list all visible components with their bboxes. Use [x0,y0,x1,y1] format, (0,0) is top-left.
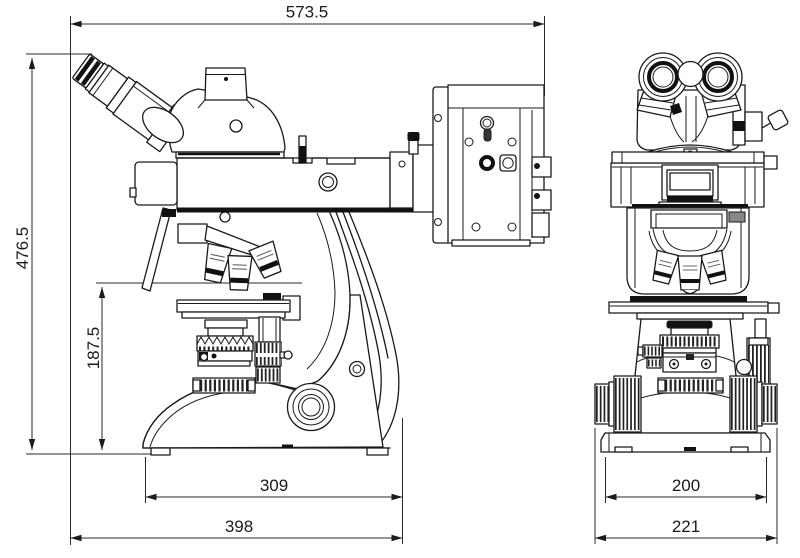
focus-knob-side [286,382,336,432]
dim-label-front-overall-width: 221 [672,517,700,536]
filter-slider-pin [298,135,307,164]
eyecup [72,54,104,88]
field-diaphragm-ring [192,377,256,394]
side-knob [763,155,778,170]
arm-screw [348,360,366,378]
field-ring-front [657,377,724,394]
objective-lens-middle [227,254,253,291]
breath-shield [141,207,176,292]
head-screw [229,119,243,133]
beam-selector-knob [767,109,789,131]
dim-overall-depth: 573.5 [70,3,545,545]
objective-lens-rear [204,242,233,284]
focus-knob-front-left [594,375,642,433]
objective-lens-front [248,240,282,279]
dim-label-overall-depth: 573.5 [286,3,329,22]
condenser-left-knobs [637,344,663,369]
base-front [600,432,771,453]
dim-label-front-base-width: 200 [672,476,700,495]
body-left-cap [134,161,178,206]
camera-port [197,67,255,109]
objective-front-center [677,255,703,295]
dim-front-base-width: 200 [605,457,767,503]
objective-front-left [652,249,680,285]
lamp-collar [389,151,414,209]
head-front [611,52,789,170]
eyepiece-front-left [636,52,688,118]
dim-stage-height: 187.5 [84,282,302,450]
objective-front-right [699,249,727,285]
dim-label-overall-base-depth: 398 [225,517,253,536]
lamphouse [432,84,552,247]
dim-label-base-depth: 309 [260,476,288,495]
body-front [610,162,765,295]
dim-label-overall-height: 476.5 [13,227,32,270]
stage-side [176,293,301,321]
interpupillary-hinge [677,60,704,88]
condenser-front [637,318,771,394]
top-plate-front [611,151,778,170]
body-port [318,172,338,192]
stage-front [608,301,780,320]
diopter-knob [670,103,682,115]
dim-front-overall-width: 221 [594,428,778,544]
lamp-adjust-knob [479,155,495,171]
dim-label-stage-height: 187.5 [84,327,103,370]
trinocular-head [142,67,286,159]
dim-overall-base-depth: 398 [70,517,403,542]
dimension-annotations: 573.5 476.5 187.5 309 398 [13,3,778,545]
condenser-side [192,316,293,394]
condenser-focus-knobs [254,316,293,384]
slide-clip [263,293,281,300]
binocular-hinge-cover [142,106,184,144]
centering-knob [407,132,420,155]
photo-port-plate [732,84,789,146]
focus-knob-front-right [729,375,778,433]
lamp-centering-slot [479,115,495,142]
illuminator-body [129,132,455,213]
stage-slot-front [630,296,747,302]
dim-overall-height: 476.5 [13,53,152,455]
front-aperture-window [658,164,722,207]
eyepiece-front-right [693,52,743,118]
condenser-right-knob [735,318,771,385]
nosepiece-side [177,211,264,258]
dim-base-depth: 309 [145,418,403,544]
front-view-microscope [594,52,789,453]
side-view-microscope [72,54,552,456]
